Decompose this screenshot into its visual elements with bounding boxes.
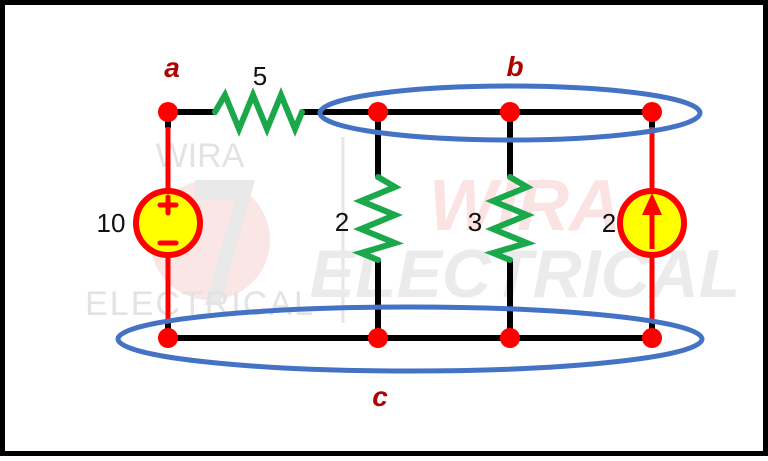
voltage-source-icon	[133, 188, 203, 258]
resistor-2-icon	[351, 174, 405, 263]
node-dots	[158, 102, 662, 348]
node-b-ellipse	[317, 83, 703, 143]
node-b-dot-3	[642, 102, 662, 122]
resistor-5-value: 5	[253, 61, 267, 91]
watermark-text-3: WIRA	[429, 166, 621, 246]
node-c-dot-2	[368, 328, 388, 348]
resistor-5-icon	[212, 87, 305, 137]
node-c-dot-4	[642, 328, 662, 348]
node-a-dot	[158, 102, 178, 122]
source-leads	[165, 127, 655, 323]
node-b-dot-1	[368, 102, 388, 122]
node-c-label: c	[372, 381, 388, 412]
resistor-2-value: 2	[335, 207, 349, 237]
voltage-source-value: 10	[97, 208, 126, 238]
current-source-icon	[617, 188, 687, 258]
node-b-dot-2	[500, 102, 520, 122]
node-b-label: b	[506, 51, 523, 82]
resistor-3-value: 3	[468, 207, 482, 237]
watermark-logo-bolt	[195, 180, 255, 305]
node-c-dot-3	[500, 328, 520, 348]
circuit-diagram: WIRA ELECTRICAL WIRA ELECTRICAL	[85, 51, 740, 412]
current-source-value: 2	[602, 208, 616, 238]
node-c-ellipse	[115, 304, 705, 374]
resistor-3-icon	[483, 174, 537, 263]
node-a-label: a	[164, 52, 180, 83]
node-c-dot-1	[158, 328, 178, 348]
